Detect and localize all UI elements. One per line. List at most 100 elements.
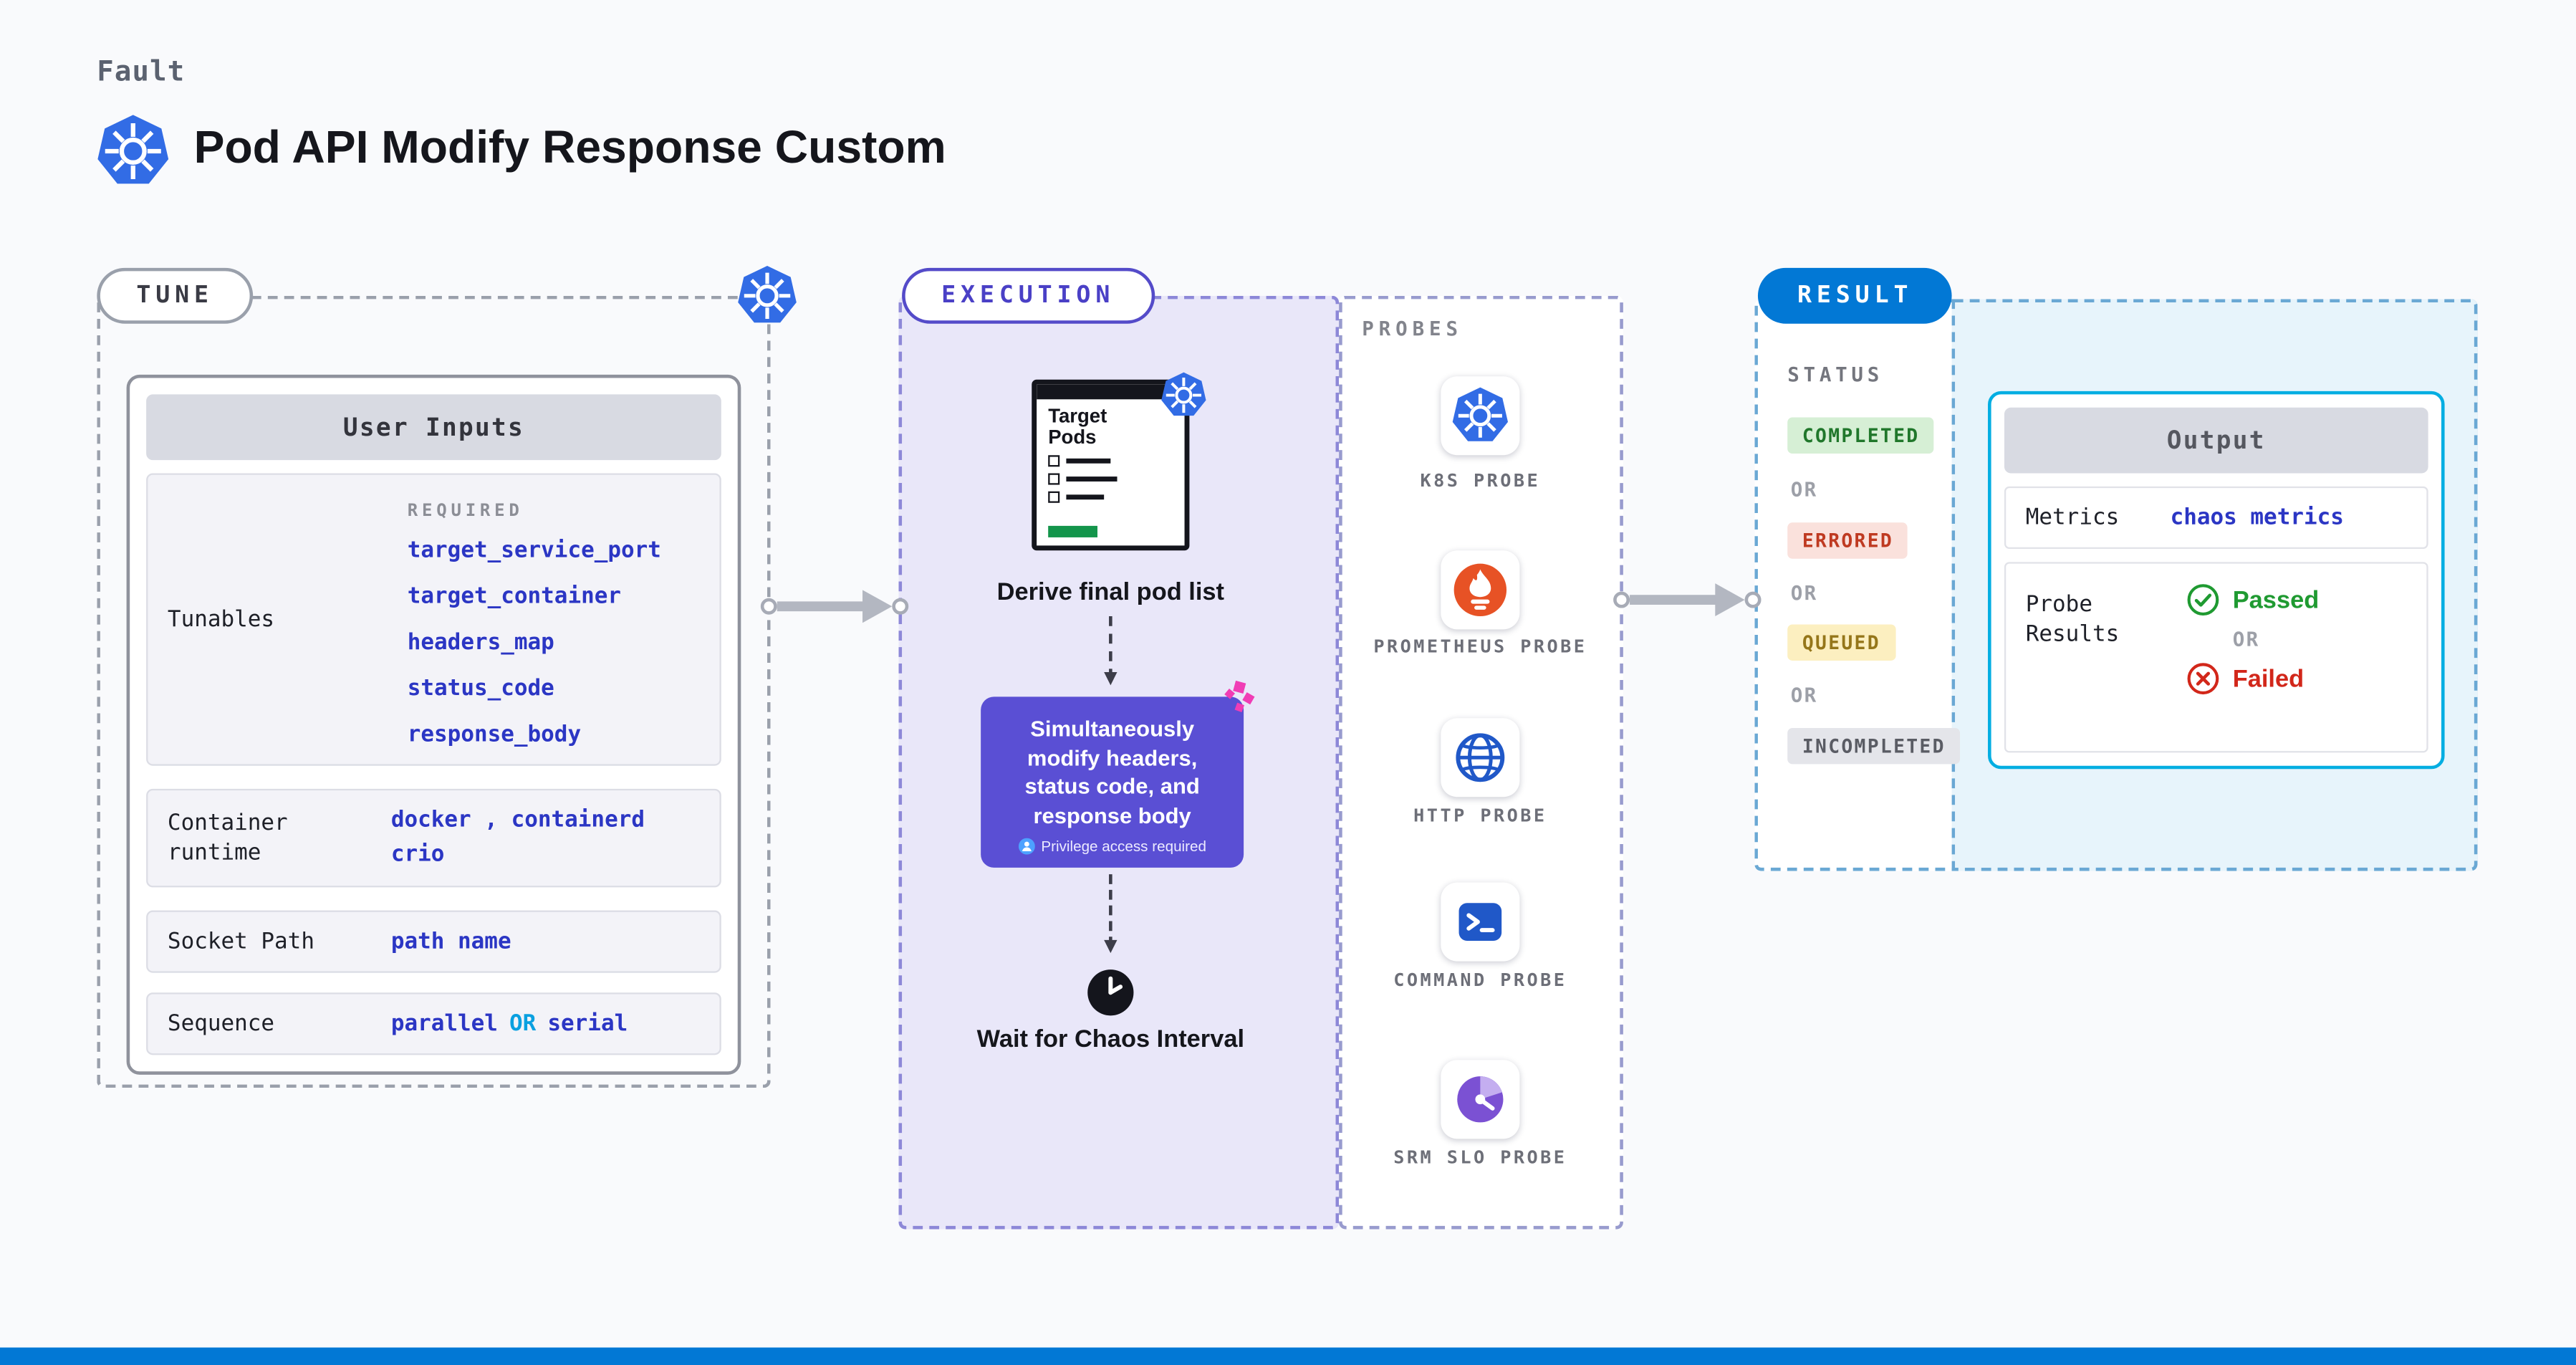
- tune-section-label: TUNE: [97, 267, 254, 324]
- gauge-icon: [1457, 1076, 1504, 1123]
- tunables-values: REQUIRED target_service_port target_cont…: [365, 475, 719, 765]
- k8s-probe-card: [1441, 376, 1520, 456]
- tunable-value: target_service_port: [407, 537, 661, 564]
- probe-results-values: Passed OR Failed: [2171, 583, 2427, 731]
- kubernetes-icon: [1449, 385, 1512, 447]
- chaos-icon: [1221, 680, 1256, 716]
- probe-label: SRM SLO PROBE: [1393, 1146, 1567, 1169]
- socket-path-label: Socket Path: [167, 928, 314, 955]
- checklist-row: [1048, 473, 1184, 485]
- check-circle-icon: [2187, 583, 2220, 616]
- kubernetes-icon: [1160, 371, 1208, 419]
- or-separator: OR: [1790, 684, 1818, 707]
- checkbox-icon: [1048, 473, 1060, 485]
- or-separator: OR: [1790, 478, 1818, 502]
- tunable-value: response_body: [407, 721, 582, 748]
- required-label: REQUIRED: [407, 501, 524, 522]
- fault-kicker: Fault: [97, 55, 186, 89]
- prometheus-probe-card: [1441, 550, 1520, 630]
- sequence-label: Sequence: [167, 1010, 275, 1038]
- runtime-value: crio: [390, 841, 445, 868]
- sequence-value-cell: parallel OR serial: [365, 995, 719, 1054]
- failed-label: Failed: [2232, 664, 2305, 693]
- sequence-or: OR: [509, 1010, 537, 1038]
- status-badge-queued: QUEUED: [1787, 624, 1895, 661]
- metrics-row: Metrics chaos metrics: [2004, 486, 2428, 549]
- probe-label: PROMETHEUS PROBE: [1373, 636, 1587, 658]
- metrics-value-cell: chaos metrics: [2171, 504, 2344, 531]
- probes-section-label: PROBES: [1362, 317, 1463, 340]
- flow-connector-down: [1104, 874, 1118, 954]
- probe-label: COMMAND PROBE: [1393, 969, 1567, 991]
- sequence-row: Sequence parallel OR serial: [146, 992, 721, 1055]
- output-header: Output: [2004, 407, 2428, 474]
- x-circle-icon: [2187, 662, 2220, 695]
- window-titlebar: [1037, 384, 1185, 400]
- page-title: Pod API Modify Response Custom: [193, 121, 946, 173]
- checkbox-icon: [1048, 455, 1060, 467]
- target-pods-title: Target Pods: [1048, 404, 1107, 449]
- flow-connector-down: [1104, 616, 1118, 686]
- tunable-value: headers_map: [407, 629, 554, 656]
- clock-icon: [1086, 968, 1135, 1017]
- command-probe-card: [1441, 882, 1520, 962]
- socket-path-value-cell: path name: [365, 912, 719, 972]
- progress-bar: [1048, 525, 1097, 537]
- target-pods-graphic: Target Pods: [1032, 379, 1190, 551]
- container-runtime-row: Container runtime docker , containerd cr…: [146, 788, 721, 888]
- prometheus-icon: [1453, 563, 1507, 617]
- globe-icon: [1456, 733, 1505, 782]
- user-inputs-card: User Inputs Tunables REQUIRED target_ser…: [126, 374, 741, 1075]
- socket-path-row: Socket Path path name: [146, 910, 721, 973]
- passed-label: Passed: [2232, 585, 2320, 614]
- tunable-value: status_code: [407, 675, 554, 702]
- kubernetes-icon: [95, 113, 170, 188]
- bottom-accent-bar: [0, 1346, 2576, 1365]
- failed-line: Failed: [2187, 662, 2427, 695]
- kubernetes-icon: [736, 264, 798, 327]
- sequence-value-a: parallel: [390, 1010, 498, 1038]
- tunables-label: Tunables: [167, 606, 275, 633]
- status-label: STATUS: [1787, 363, 1884, 386]
- derive-pod-list-label: Derive final pod list: [996, 578, 1225, 607]
- user-inputs-header: User Inputs: [146, 394, 721, 461]
- privilege-person-icon: [1018, 838, 1035, 855]
- tunable-value: target_container: [407, 583, 622, 610]
- probe-results-row: Probe Results Passed OR Failed: [2004, 562, 2428, 753]
- or-separator: OR: [1790, 581, 1818, 605]
- sequence-value-b: serial: [547, 1010, 628, 1038]
- wait-chaos-interval-label: Wait for Chaos Interval: [976, 1025, 1245, 1054]
- container-runtime-label: Container runtime: [167, 810, 288, 866]
- or-separator: OR: [2232, 628, 2260, 651]
- metrics-label: Metrics: [2025, 504, 2120, 531]
- socket-path-value: path name: [390, 928, 511, 955]
- status-badge-completed: COMPLETED: [1787, 417, 1935, 454]
- tunables-row: Tunables REQUIRED target_service_port ta…: [146, 473, 721, 766]
- probe-label: HTTP PROBE: [1413, 805, 1547, 827]
- tune-section-box: [97, 295, 771, 1088]
- probe-results-label: Probe Results: [2025, 591, 2120, 648]
- checkbox-icon: [1048, 491, 1060, 503]
- runtime-value: docker , containerd: [390, 807, 645, 833]
- status-badge-errored: ERRORED: [1787, 522, 1908, 559]
- container-runtime-values: docker , containerd crio: [365, 790, 719, 886]
- status-badge-incompleted: INCOMPLETED: [1787, 727, 1961, 765]
- http-probe-card: [1441, 718, 1520, 798]
- privilege-note: Privilege access required: [981, 838, 1244, 855]
- line-decoration: [1066, 476, 1118, 482]
- flow-arrow-tune-to-execution: [759, 587, 910, 626]
- probe-label: K8S PROBE: [1420, 469, 1541, 492]
- passed-line: Passed: [2187, 583, 2427, 616]
- line-decoration: [1066, 494, 1105, 499]
- line-decoration: [1066, 459, 1111, 464]
- privilege-note-text: Privilege access required: [1041, 838, 1206, 855]
- checklist-row: [1048, 491, 1184, 503]
- execution-section-label: EXECUTION: [902, 267, 1155, 324]
- metrics-value: chaos metrics: [2170, 504, 2344, 531]
- flow-arrow-execution-to-result: [1612, 580, 1763, 620]
- srm-slo-probe-card: [1441, 1060, 1520, 1139]
- chaos-action-box: Simultaneously modify headers, status co…: [981, 696, 1244, 868]
- checklist-row: [1048, 455, 1184, 467]
- chaos-action-text: Simultaneously modify headers, status co…: [1024, 716, 1200, 828]
